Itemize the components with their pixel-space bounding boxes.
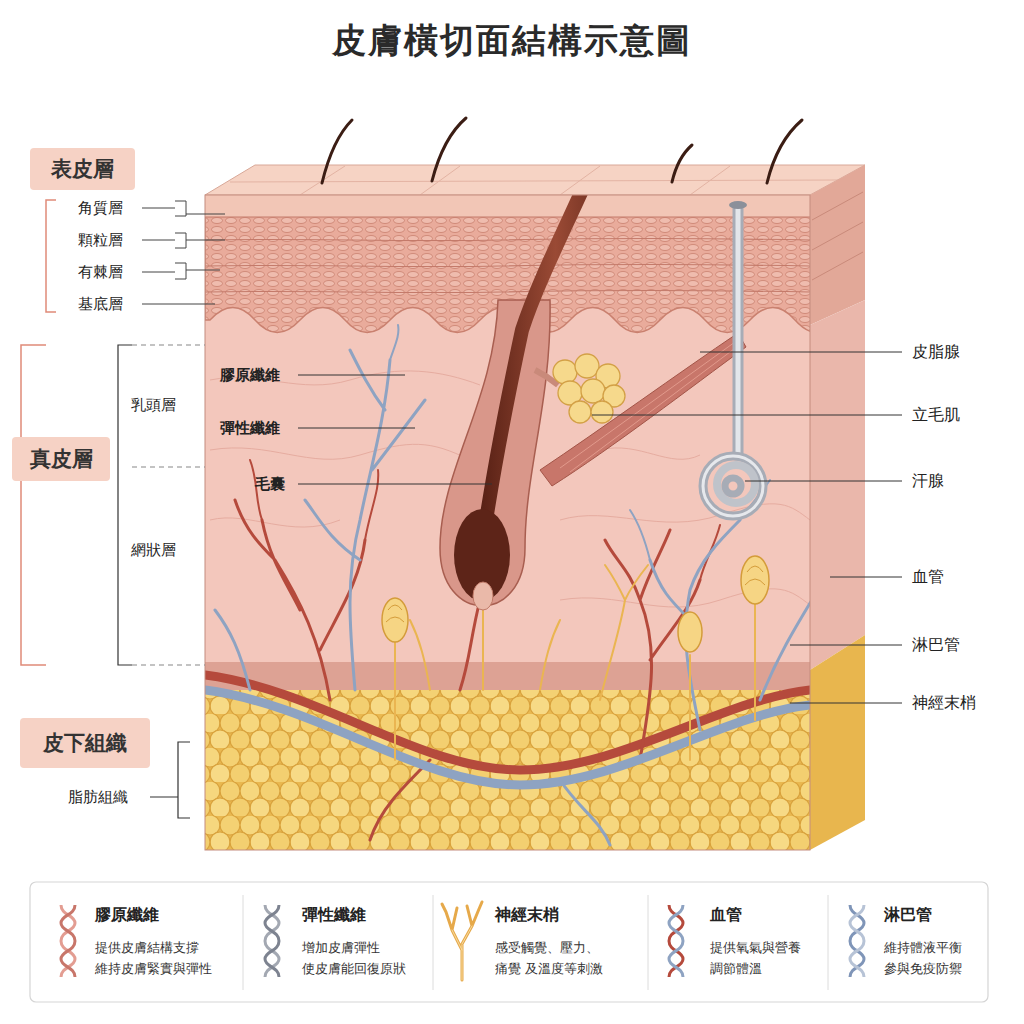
strata-leaders [142,201,225,304]
nerve-fibers [395,565,755,760]
nerve-receptors [382,556,769,652]
layer-tag-box: 表皮層 [30,148,135,190]
part-label: 基底層 [78,295,123,314]
fat-bracket [150,742,190,818]
front-outline [205,195,810,850]
part-label: 彈性纖維 [220,419,280,438]
sweat-gland [703,201,763,516]
part-label: 有棘層 [78,263,123,282]
stratum-corneum [205,195,810,217]
node-text: 皮下組織 [43,729,127,757]
legend-description: 維持體液平衡 參與免疫防禦 [884,938,1012,979]
hair-follicle [440,195,628,610]
legend-icon-collagen [61,905,75,977]
part-label: 神經末梢 [912,693,976,714]
legend-text: 膠原纖維 [95,905,159,926]
strata-lines [205,217,810,293]
skin-side-face [810,165,865,850]
skin-front-face [205,195,810,850]
skin-top-face [205,165,865,195]
part-label: 顆粒層 [78,231,123,250]
layer-tag-box: 皮下組織 [20,718,150,768]
part-label: 血管 [912,567,944,588]
part-label: 膠原纖維 [220,366,280,385]
part-label: 網狀層 [131,541,176,560]
legend-icon-lymph [850,905,864,977]
legend-text: 血管 [710,905,742,926]
inner-leaders [298,375,492,484]
part-label: 角質層 [78,199,123,218]
legend-text: 彈性纖維 [302,905,366,926]
node-text: 真皮層 [30,445,93,473]
layer-tag-box: 真皮層 [12,437,110,481]
diagram-title: 皮膚橫切面結構示意圖 [0,18,1024,64]
part-label: 淋巴管 [912,635,960,656]
legend-description: 提供皮膚結構支撐 維持皮膚緊實與彈性 [95,938,223,979]
legend-text: 神經末梢 [495,905,559,926]
part-label: 立毛肌 [912,405,960,426]
legend-description: 提供氧氣與營養 調節體溫 [710,938,838,979]
part-label: 毛囊 [255,475,285,494]
fascia-band [205,662,810,692]
legend-panel [30,882,988,1002]
epidermis-bracket [46,200,56,312]
legend-icon-elastic [265,905,279,977]
part-label: 皮脂腺 [912,342,960,363]
part-label: 乳頭層 [131,396,176,415]
part-label: 脂肪組織 [68,788,128,807]
legend-icon-nerve [442,902,482,980]
node-text: 表皮層 [51,155,114,183]
legend-description: 感受觸覺、壓力、痛覺 及溫度等刺激 [495,938,623,979]
right-leaders [592,352,902,703]
sebaceous-gland [535,354,625,423]
part-label: 汗腺 [912,471,944,492]
legend-icon-blood [669,905,683,977]
surface-hairs [322,118,802,183]
dermis-sub-bracket [118,345,205,665]
dermis-bracket [21,345,46,665]
legend-description: 增加皮膚彈性 使皮膚能回復原狀 [302,938,430,979]
legend-text: 淋巴管 [884,905,932,926]
